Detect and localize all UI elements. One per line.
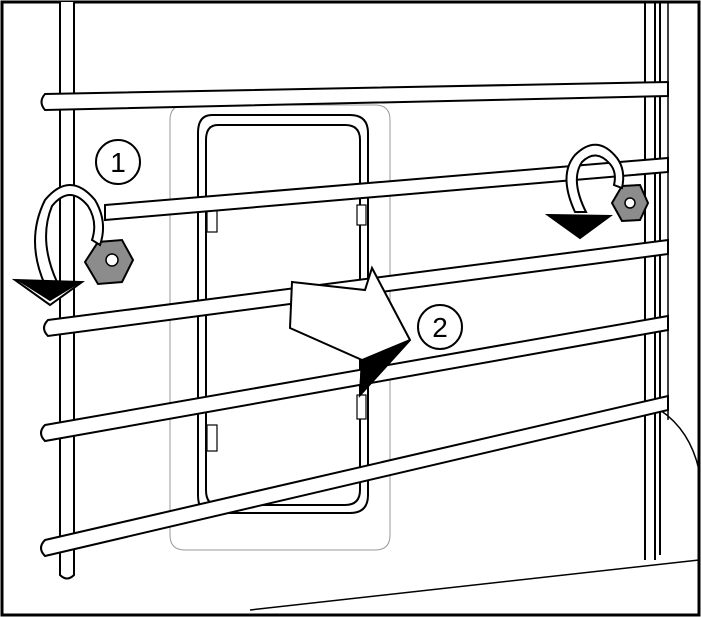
rotate-arrow-icon [544, 143, 625, 240]
runner-bar-1 [40, 80, 669, 112]
callout-1: 1 [95, 139, 141, 185]
runner-bar-4 [40, 314, 669, 443]
push-arrow-icon [288, 265, 412, 398]
runner-bars [40, 80, 669, 558]
runner-bar-5 [40, 394, 669, 558]
runner-bar-3 [43, 238, 669, 338]
callout-2-label: 2 [432, 312, 448, 343]
callout-2: 2 [417, 304, 463, 350]
callout-1-label: 1 [110, 147, 126, 178]
rotate-arrow-icon [11, 184, 105, 307]
runner-bar-2 [104, 156, 669, 222]
oven-wall [249, 2, 700, 611]
wall-opening [169, 104, 391, 551]
